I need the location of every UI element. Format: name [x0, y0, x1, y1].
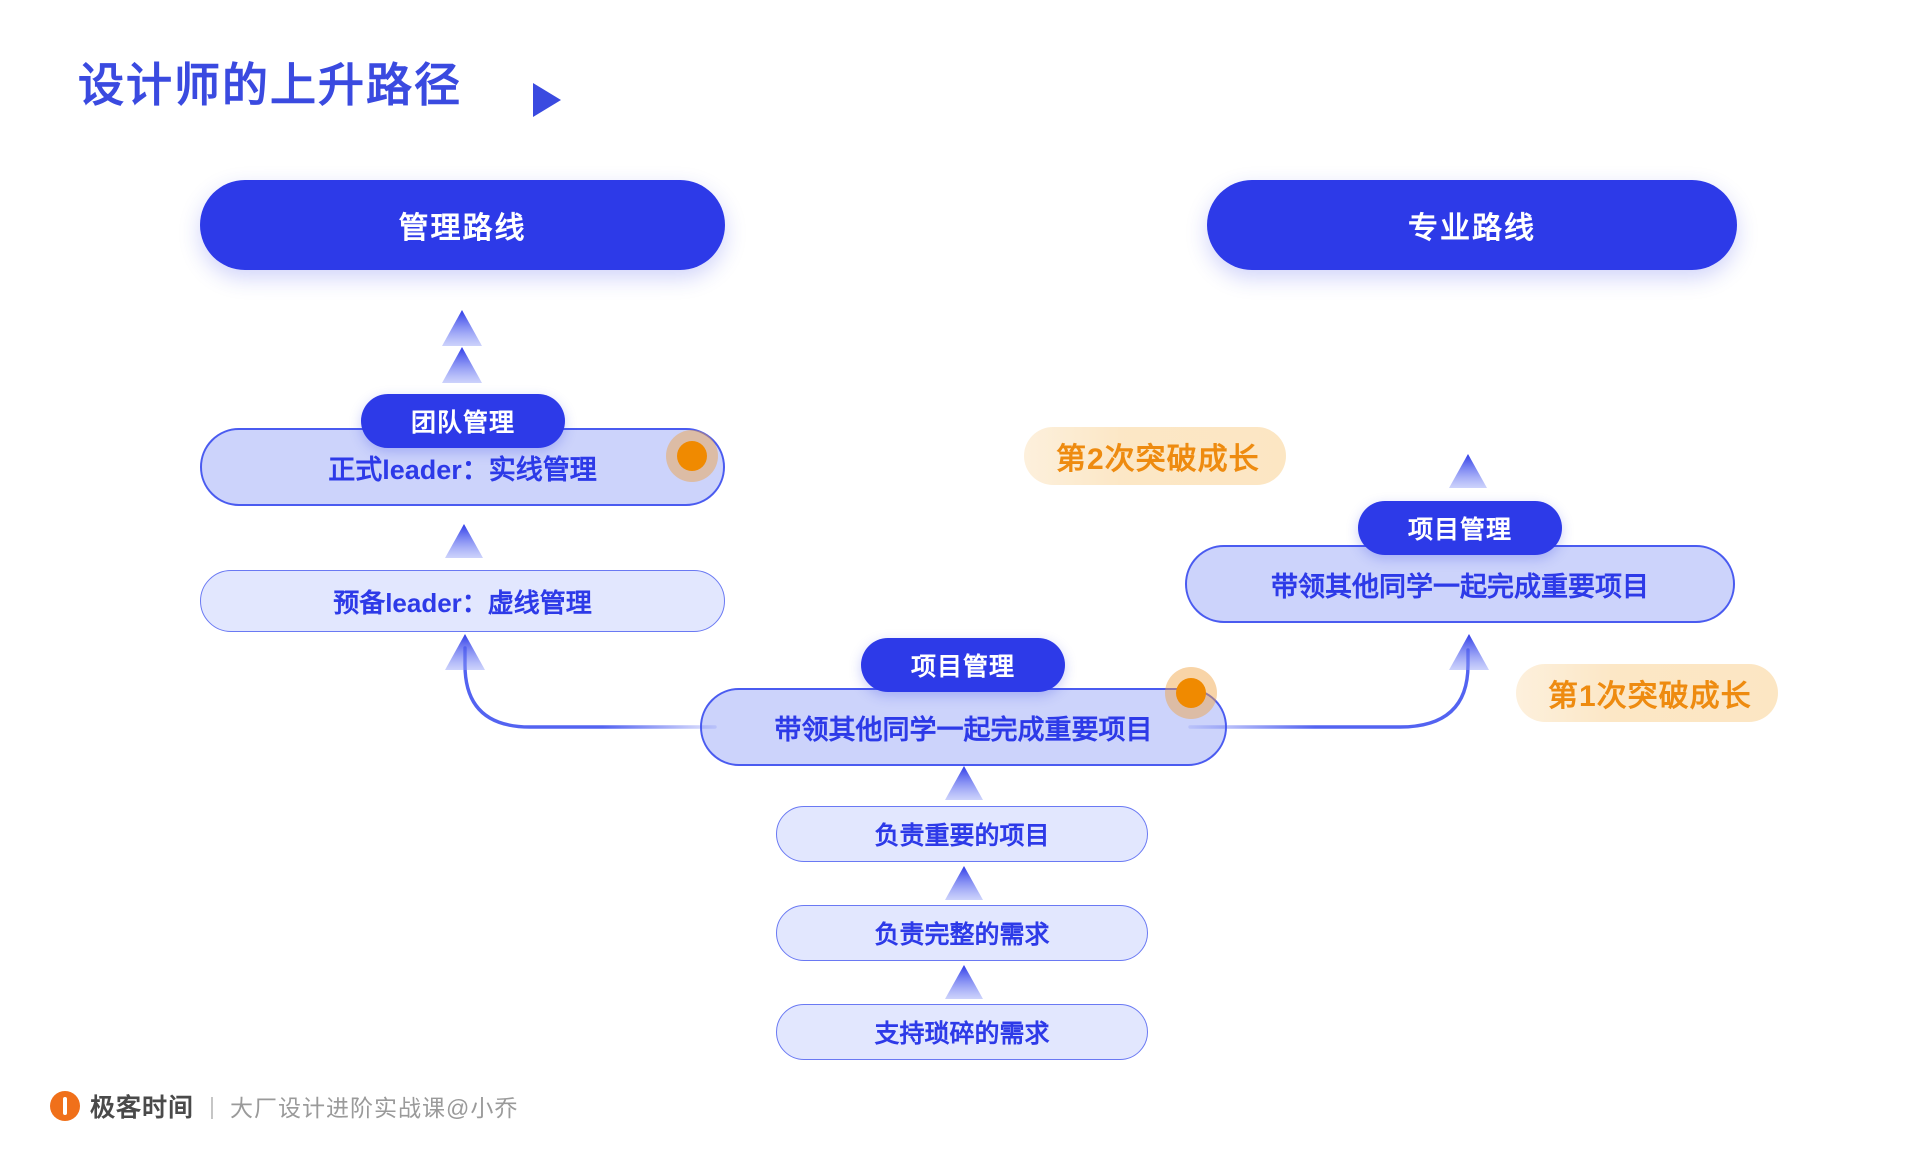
- up-arrow-left-top-1: [442, 310, 482, 346]
- box-right-project-label: 带领其他同学一起完成重要项目: [1271, 571, 1649, 602]
- box-prep-leader[interactable]: 预备leader：虚线管理: [200, 570, 725, 632]
- play-triangle-icon: [533, 83, 561, 117]
- badge-right-project-management[interactable]: 项目管理: [1358, 501, 1562, 555]
- curve-center-to-left: [463, 646, 717, 729]
- column-header-management[interactable]: 管理路线: [200, 180, 725, 270]
- box-center-step-2[interactable]: 支持琐碎的需求: [776, 1004, 1148, 1060]
- up-arrow-left-mid: [445, 524, 483, 558]
- note-breakthrough-1[interactable]: 第1次突破成长: [1516, 664, 1778, 722]
- up-arrow-center-1: [945, 766, 983, 800]
- box-center-step-0[interactable]: 负责重要的项目: [776, 806, 1148, 862]
- box-formal-leader-label: 正式leader：实线管理: [328, 454, 597, 485]
- box-center-step-1-label: 负责完整的需求: [874, 921, 1050, 949]
- curve-center-to-right: [1188, 648, 1470, 729]
- column-header-professional[interactable]: 专业路线: [1207, 180, 1737, 270]
- note-breakthrough-2[interactable]: 第2次突破成长: [1024, 427, 1286, 485]
- note-breakthrough-2-label: 第2次突破成长: [1056, 443, 1260, 476]
- footer: 极客时间 | 大厂设计进阶实战课@小乔: [50, 1088, 518, 1124]
- marker-dot-breakthrough-1[interactable]: [1165, 667, 1217, 719]
- page-title: 设计师的上升路径: [78, 59, 462, 111]
- box-center-step-0-label: 负责重要的项目: [874, 822, 1050, 850]
- box-right-project[interactable]: 带领其他同学一起完成重要项目: [1185, 545, 1735, 623]
- box-prep-leader-label: 预备leader：虚线管理: [333, 587, 592, 618]
- up-arrow-left-top-2: [442, 347, 482, 383]
- box-center-step-1[interactable]: 负责完整的需求: [776, 905, 1148, 961]
- marker-dot-breakthrough-2[interactable]: [666, 430, 718, 482]
- badge-team-management-label: 团队管理: [410, 409, 515, 437]
- badge-team-management[interactable]: 团队管理: [361, 394, 565, 448]
- up-arrow-right-top: [1449, 454, 1487, 488]
- up-arrow-right-from-curve: [1449, 634, 1489, 670]
- up-arrow-center-3: [945, 965, 983, 999]
- box-center-step-2-label: 支持琐碎的需求: [874, 1020, 1050, 1048]
- badge-center-project-management-label: 项目管理: [910, 653, 1015, 681]
- geek-time-logo-icon: [50, 1091, 80, 1121]
- badge-center-project-management[interactable]: 项目管理: [861, 638, 1065, 692]
- footer-course: 大厂设计进阶实战课@小乔: [230, 1095, 519, 1121]
- footer-brand: 极客时间: [90, 1094, 195, 1122]
- box-center-project-label: 带领其他同学一起完成重要项目: [774, 714, 1153, 745]
- note-breakthrough-1-label: 第1次突破成长: [1548, 680, 1752, 713]
- footer-separator: |: [209, 1092, 215, 1119]
- up-arrow-center-2: [945, 866, 983, 900]
- up-arrow-left-from-curve: [445, 634, 485, 670]
- badge-right-project-management-label: 项目管理: [1407, 516, 1512, 544]
- box-center-project[interactable]: 带领其他同学一起完成重要项目: [700, 688, 1227, 766]
